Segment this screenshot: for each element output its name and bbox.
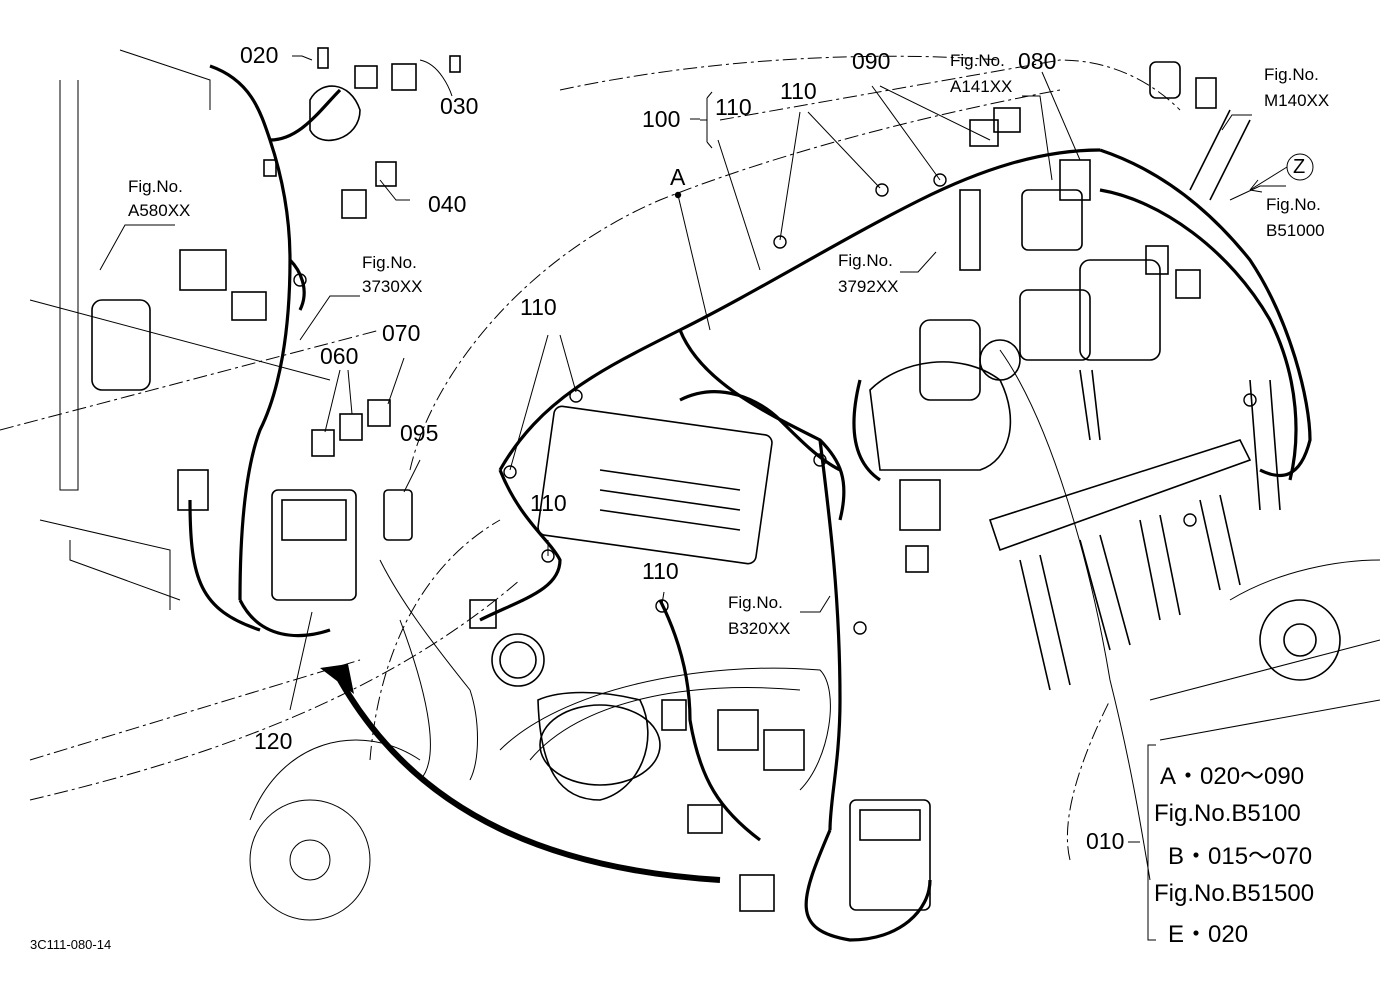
legend-a-range: A・020～090 [1160, 763, 1305, 790]
body-lines [29, 49, 1380, 921]
fig-ref-a141-line1: Fig.No. [950, 51, 1005, 70]
fig-ref-m140-line1: Fig.No. [1264, 65, 1319, 84]
part-label-020: 020 [240, 42, 279, 68]
point-label-a: A [670, 164, 686, 190]
fig-ref-b51000-line1: Fig.No. [1266, 195, 1321, 214]
part-label-110-top: 110 [780, 78, 817, 104]
legend-box: A・020～090 Fig.No.B5100 B・015～070 Fig.No.… [1150, 742, 1350, 948]
part-label-110-left: 110 [520, 294, 557, 320]
fig-ref-a580-line1: Fig.No. [128, 177, 183, 196]
fig-ref-3792-line1: Fig.No. [838, 251, 893, 270]
part-label-010: 010 [1086, 828, 1125, 854]
part-label-060: 060 [320, 343, 359, 369]
view-label-z: Z [1293, 156, 1306, 178]
legend-fig-b51500: Fig.No.B51500 [1154, 880, 1315, 907]
legend-fig-b5100: Fig.No.B5100 [1154, 800, 1301, 827]
fig-ref-b320-line1: Fig.No. [728, 593, 783, 612]
panel-outlines [0, 55, 1181, 861]
fig-ref-a580-line2: A580XX [128, 201, 191, 220]
harness-wires [188, 64, 1312, 942]
legend-e-range: E・020 [1168, 921, 1249, 948]
part-label-095: 095 [400, 420, 439, 446]
connector-070 [367, 399, 391, 427]
drawing-id: 3C111-080-14 [30, 937, 112, 952]
components [91, 47, 1341, 912]
fig-ref-a141-line2: A141XX [950, 77, 1013, 96]
part-label-040: 040 [428, 191, 467, 217]
fig-ref-m140-line2: M140XX [1264, 91, 1330, 110]
part-label-080: 080 [1018, 48, 1057, 74]
ecu-module [537, 405, 773, 565]
part-label-110-bracket: 110 [715, 94, 752, 120]
fuse-box [849, 799, 931, 911]
connector-060 [311, 429, 335, 457]
leader-lines [99, 55, 1314, 941]
fig-ref-3730-line2: 3730XX [362, 277, 423, 296]
connector-040 [341, 189, 367, 219]
curved-arrow [337, 678, 721, 883]
gauge [491, 633, 545, 687]
relay-box [271, 489, 357, 601]
part-label-030: 030 [440, 93, 479, 119]
fig-ref-b320-line2: B320XX [728, 619, 791, 638]
part-label-070: 070 [382, 320, 421, 346]
part-label-090: 090 [852, 48, 891, 74]
fig-ref-b51000-line2: B51000 [1266, 221, 1325, 240]
connector-095 [383, 489, 413, 541]
fig-ref-3792-line2: 3792XX [838, 277, 899, 296]
clamps [293, 173, 1257, 635]
part-label-120: 120 [254, 728, 293, 754]
legend-b-range: B・015～070 [1168, 843, 1313, 870]
part-label-110-mid: 110 [530, 490, 567, 516]
part-label-110-bottom: 110 [642, 558, 679, 584]
fig-ref-3730-line1: Fig.No. [362, 253, 417, 272]
part-label-100: 100 [642, 106, 681, 132]
